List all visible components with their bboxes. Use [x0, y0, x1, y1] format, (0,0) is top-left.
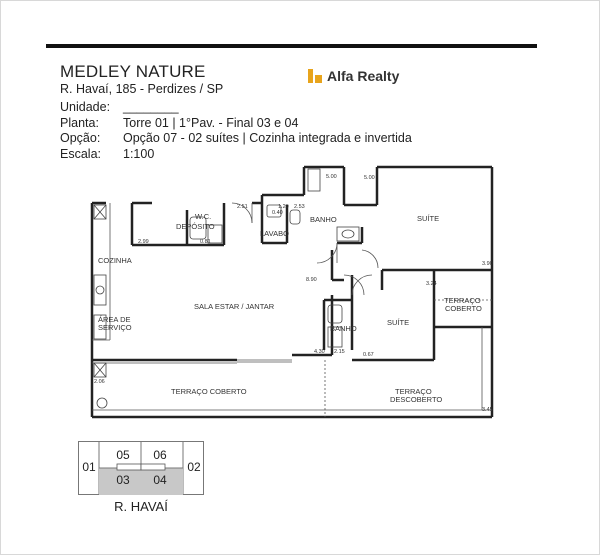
room-banho-2: BANHO — [330, 324, 357, 333]
room-terraco-coberto-small-line-2: COBERTO — [445, 304, 482, 313]
room-terraco-coberto-small-line-1: TERRAÇO — [444, 296, 481, 305]
unit-03: 03 — [116, 473, 130, 487]
dim-label: 3.45 — [482, 407, 493, 413]
unit-06: 06 — [153, 448, 167, 462]
dim-label: 2.51 — [237, 204, 248, 210]
doors — [231, 202, 379, 296]
walls — [90, 165, 494, 419]
street-label: R. HAVAÍ — [114, 499, 168, 514]
unidade-value: ________ — [123, 100, 179, 114]
dim-label: 2.15 — [334, 349, 345, 355]
planta-label: Planta: — [60, 115, 99, 130]
terrace-lines — [92, 203, 492, 417]
project-address: R. Havaí, 185 - Perdizes / SP — [60, 82, 224, 96]
room-wc: W.C. — [195, 212, 211, 221]
dim-label: 5.00 — [326, 174, 337, 180]
room-labels: DEPÓSITO W.C. LAVABO BANHO SUÍTE COZINHA… — [98, 212, 482, 404]
dim-label: 3.24 — [426, 281, 437, 287]
opcao-label: Opção: — [60, 131, 101, 145]
fixtures — [93, 168, 360, 409]
room-suite-1: SUÍTE — [417, 214, 439, 223]
dim-label: 0.67 — [363, 352, 374, 358]
room-terraco-descoberto-line-1: TERRAÇO — [395, 387, 432, 396]
dim-label: 2.99 — [138, 239, 149, 245]
dim-label: 2.06 — [94, 379, 105, 385]
dim-label: 4.30 — [314, 349, 325, 355]
project-title: MEDLEY NATURE — [60, 62, 206, 81]
unidade-label: Unidade: — [60, 100, 111, 114]
room-area-servico-line-2: SERVIÇO — [98, 323, 132, 332]
dim-label: 3.90 — [482, 261, 493, 267]
opcao-value: Opção 07 - 02 suítes | Cozinha integrada… — [123, 131, 412, 145]
unit-04: 04 — [153, 473, 167, 487]
highlighted-units — [99, 468, 183, 495]
room-area-servico-line-1: ÁREA DE — [98, 315, 131, 324]
dimension-labels: 5.00 5.00 2.51 2.53 1.20 0.40 2.99 0.81 … — [94, 174, 493, 413]
planta-value: Torre 01 | 1°Pav. - Final 03 e 04 — [123, 115, 299, 130]
room-deposito: DEPÓSITO — [176, 222, 215, 231]
dim-label: 0.81 — [200, 239, 211, 245]
unit-05: 05 — [116, 448, 130, 462]
dim-label: 5.00 — [364, 175, 375, 181]
room-terraco-descoberto-line-2: DESCOBERTO — [390, 395, 442, 404]
key-plan: 05 06 03 04 01 02 — [78, 441, 204, 495]
unit-info: Unidade: ________ Planta: Torre 01 | 1°Pav… — [60, 100, 412, 162]
logo-text: Alfa Realty — [327, 68, 400, 84]
alfa-realty-logo: Alfa Realty — [308, 68, 399, 84]
dim-label: 0.40 — [272, 210, 283, 216]
room-cozinha: COZINHA — [98, 256, 132, 265]
room-terraco-coberto-main: TERRAÇO COBERTO — [171, 387, 247, 396]
header-rule — [46, 44, 537, 48]
unit-01: 01 — [82, 460, 96, 474]
room-banho-1: BANHO — [310, 215, 337, 224]
escala-label: Escala: — [60, 146, 101, 161]
room-lavabo: LAVABO — [260, 229, 289, 238]
dim-label: 8.90 — [306, 277, 317, 283]
room-sala: SALA ESTAR / JANTAR — [194, 302, 275, 311]
logo-mark-icon — [308, 69, 322, 83]
dim-label: 1.20 — [278, 204, 289, 210]
escala-value: 1:100 — [123, 146, 155, 161]
unit-02: 02 — [187, 460, 201, 474]
room-suite-2: SUÍTE — [387, 318, 409, 327]
dim-label: 2.53 — [294, 204, 305, 210]
floor-plan: DEPÓSITO W.C. LAVABO BANHO SUÍTE COZINHA… — [90, 165, 494, 419]
